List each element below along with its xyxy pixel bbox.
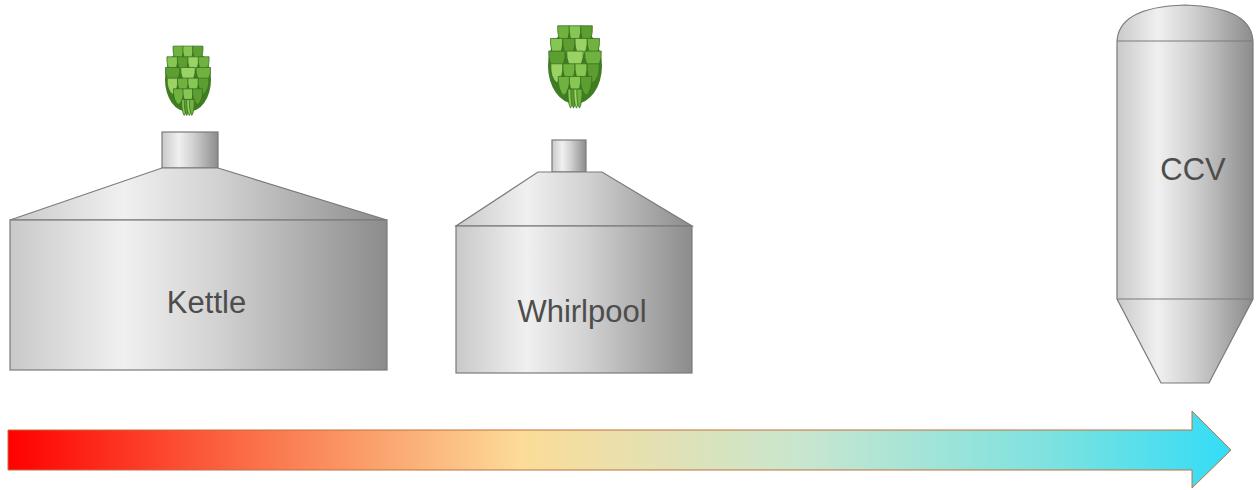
hop-bract [577,89,582,108]
hop-cones [165,26,602,116]
vessel-outline [8,130,389,372]
hop-bract [189,99,194,115]
temperature-arrow [8,411,1231,488]
kettle-vessel: Kettle [8,130,405,372]
vessel-shape [10,132,387,370]
vessel-label: Kettle [8,286,405,320]
hop-cone [165,46,211,115]
whirlpool-vessel: Whirlpool [454,138,710,375]
ccv-vessel: CCV [1115,3,1257,385]
vessel-outline [454,138,694,375]
vessel-shape [456,140,692,373]
vessel-shape [1117,5,1253,383]
vessel-outline [1115,3,1255,385]
vessel-label: CCV [1115,153,1257,187]
hop-cone [548,26,602,108]
vessel-label: Whirlpool [454,295,710,329]
